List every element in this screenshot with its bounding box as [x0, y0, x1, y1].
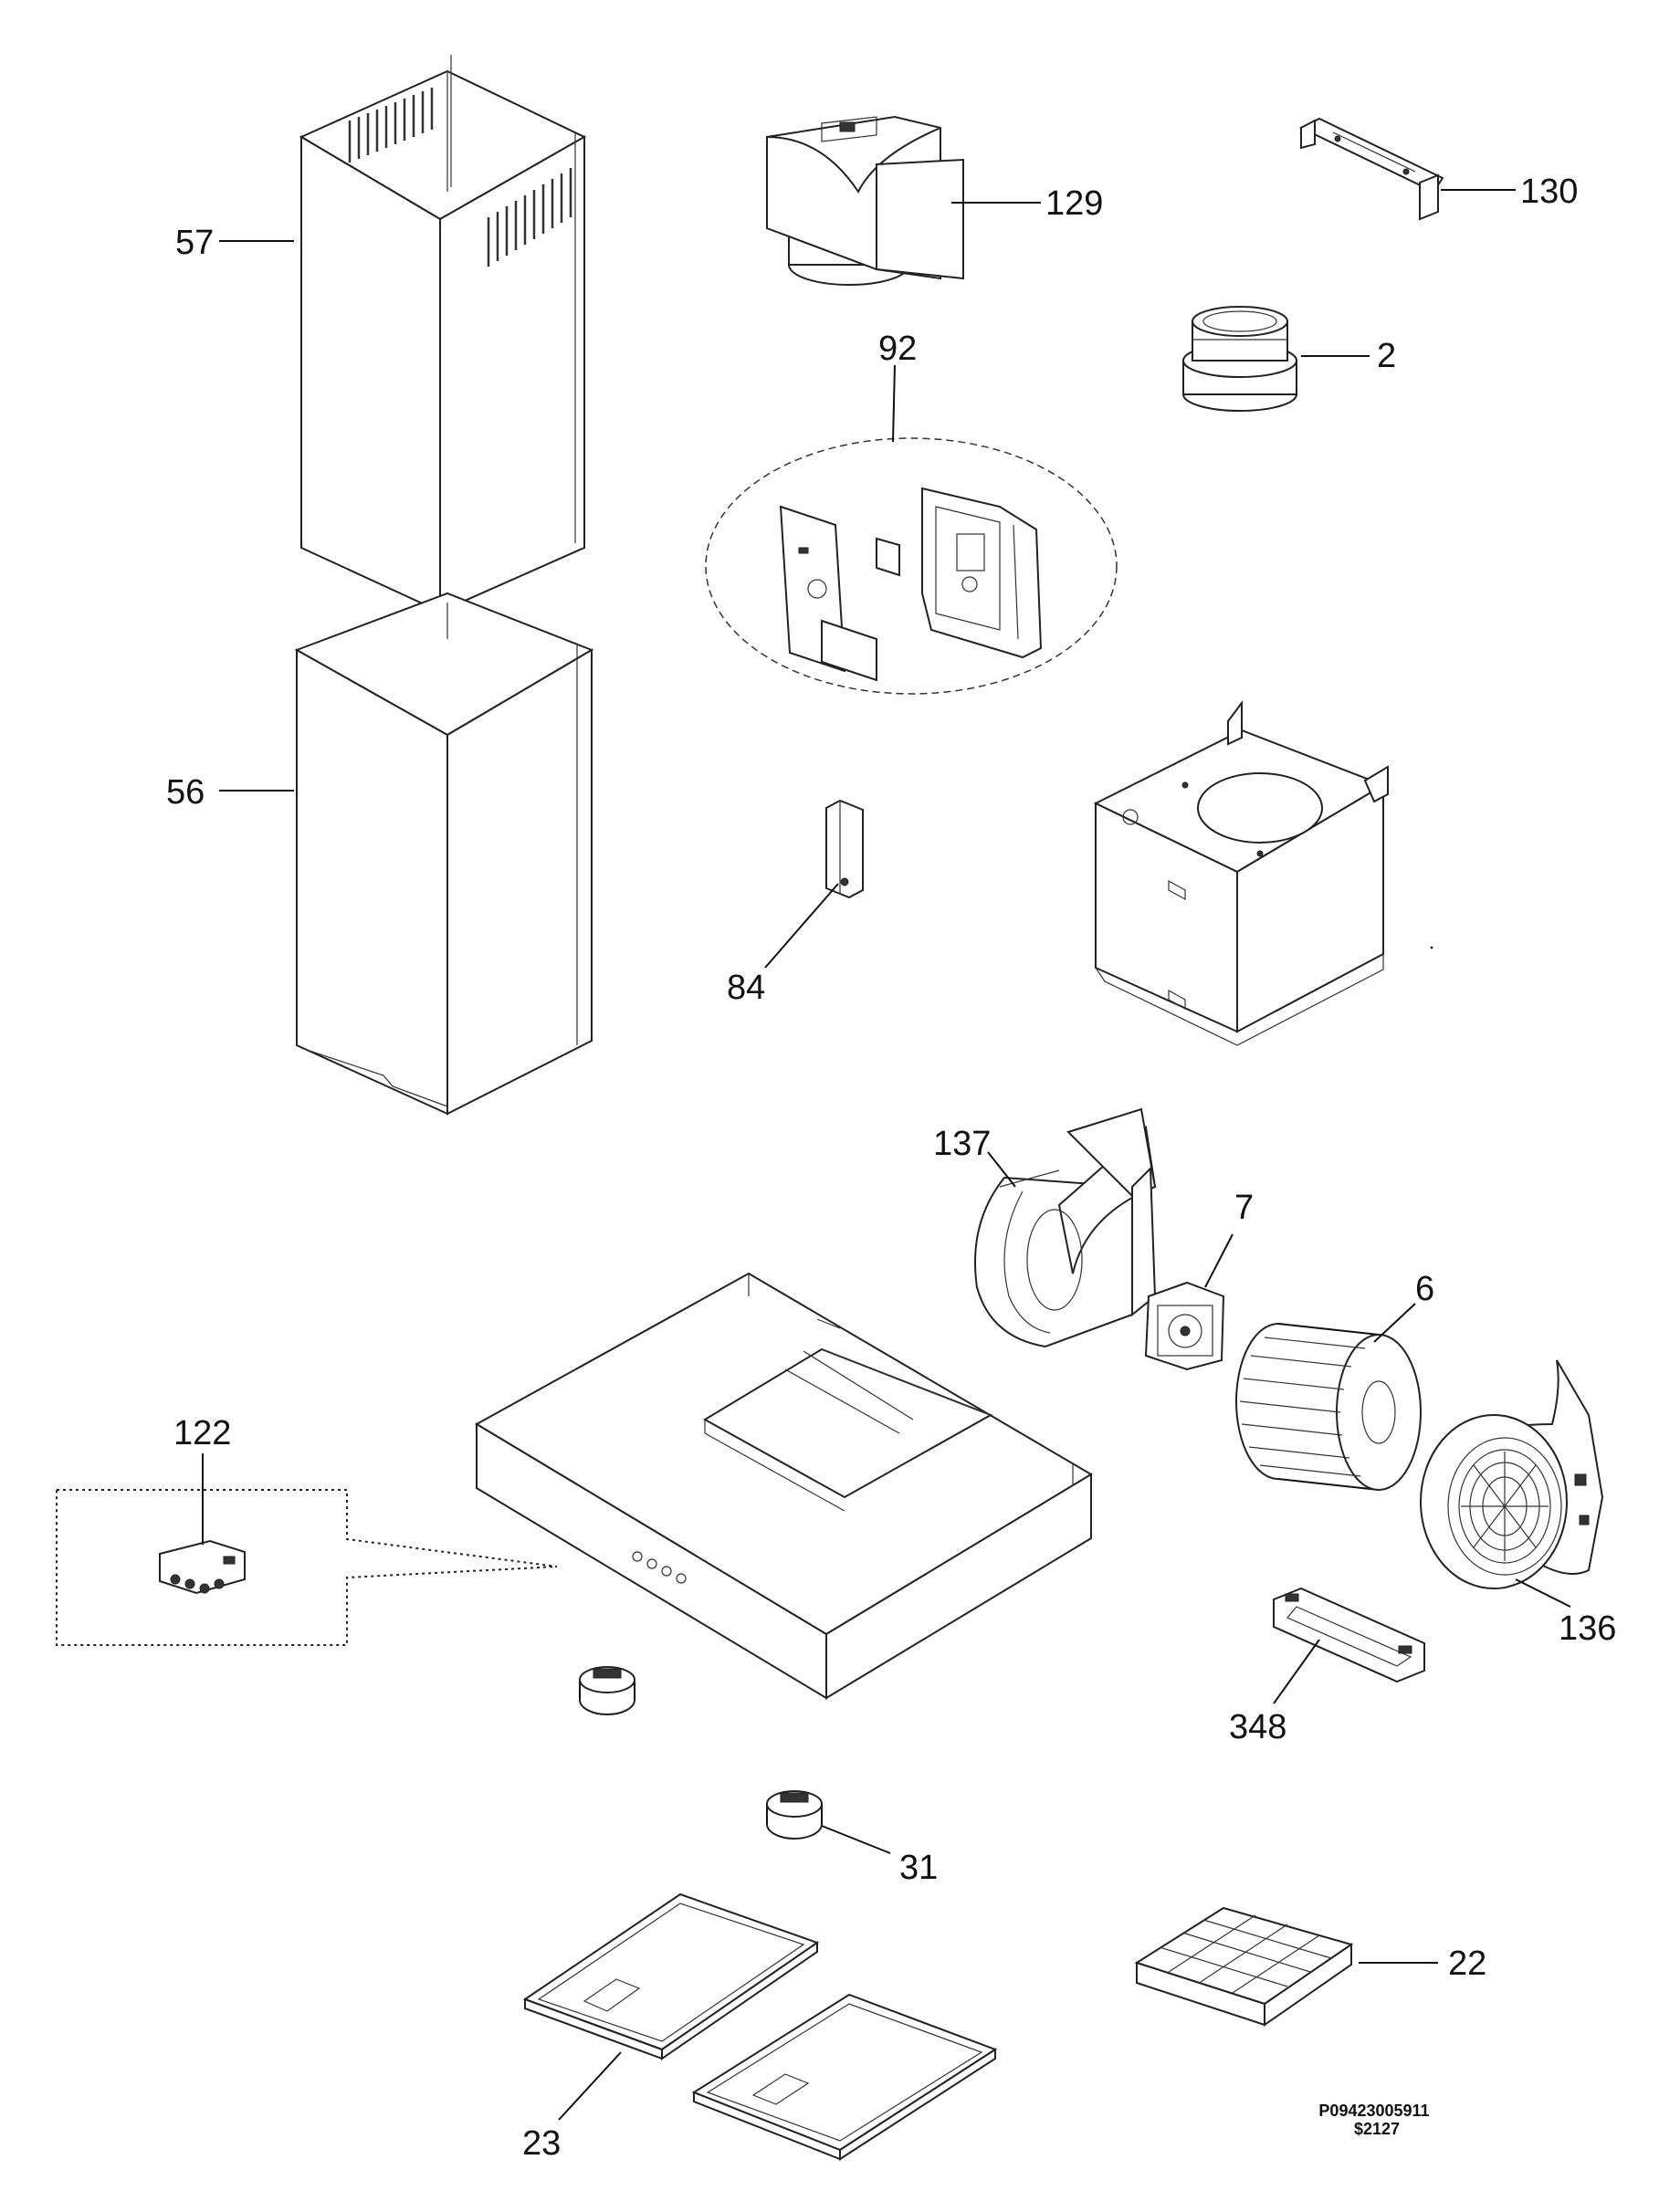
leader-348 [1273, 1639, 1320, 1704]
callout-7: 7 [1234, 1189, 1254, 1227]
hood-body [474, 1272, 1093, 1700]
callout-129: 129 [1045, 184, 1103, 223]
callout-22: 22 [1448, 1945, 1486, 1983]
part-136-blower-housing [1420, 1359, 1604, 1589]
part-130-mounting-bracket [1298, 117, 1444, 221]
leader-6 [1373, 1303, 1416, 1343]
part-122-switch-board [56, 1489, 558, 1646]
callout-23: 23 [522, 2124, 561, 2163]
filter-grid [1159, 1914, 1332, 1994]
part-129-air-deflector [766, 115, 964, 286]
part-348-light [1273, 1587, 1425, 1683]
grease-filter-2 [691, 1993, 998, 2161]
callout-130: 130 [1520, 173, 1578, 211]
part-7-motor [1144, 1281, 1225, 1371]
callout-136: 136 [1559, 1609, 1616, 1648]
vent-slots-right [487, 168, 572, 267]
callout-122: 122 [173, 1414, 231, 1452]
part-84-electrical-box [825, 799, 864, 899]
callout-56: 56 [166, 773, 205, 812]
callout-2: 2 [1377, 337, 1396, 375]
grease-filter-1 [522, 1892, 820, 2060]
leader-136 [1515, 1578, 1571, 1608]
part-2-duct-adapter [1182, 306, 1297, 412]
callout-6: 6 [1415, 1270, 1434, 1308]
leader-84 [764, 883, 839, 969]
fan-blades [1239, 1337, 1366, 1477]
part-6-fan-wheel [1235, 1323, 1422, 1491]
part-22-charcoal-filter [1134, 1906, 1354, 2027]
drawing-revision: $2127 [1354, 2120, 1400, 2138]
part-57-upper-chimney [299, 55, 587, 613]
motor-housing-box [1093, 700, 1389, 1046]
leader-7 [1204, 1233, 1234, 1288]
leader-31 [821, 1825, 891, 1854]
leader-137 [987, 1151, 1016, 1188]
stray-dot [1430, 946, 1433, 949]
part-92-control-kit [705, 437, 1118, 695]
callout-348: 348 [1229, 1708, 1286, 1746]
leader-23 [558, 2051, 622, 2121]
callout-92: 92 [878, 330, 917, 368]
part-56-lower-chimney [294, 592, 594, 1116]
drawing-code: P09423005911 [1318, 2102, 1429, 2120]
part-31-knob [766, 1790, 823, 1840]
callout-84: 84 [727, 969, 765, 1007]
control-knob [579, 1666, 635, 1715]
callout-137: 137 [933, 1125, 991, 1163]
part-137-blower-housing [974, 1107, 1157, 1348]
callout-31: 31 [899, 1849, 938, 1887]
vent-slots-left [348, 88, 434, 162]
housing-grille [1458, 1449, 1551, 1564]
control-buttons [632, 1551, 687, 1584]
callout-57: 57 [175, 224, 214, 262]
leader-92 [892, 364, 896, 443]
part-23-grease-filters [522, 1892, 998, 2161]
